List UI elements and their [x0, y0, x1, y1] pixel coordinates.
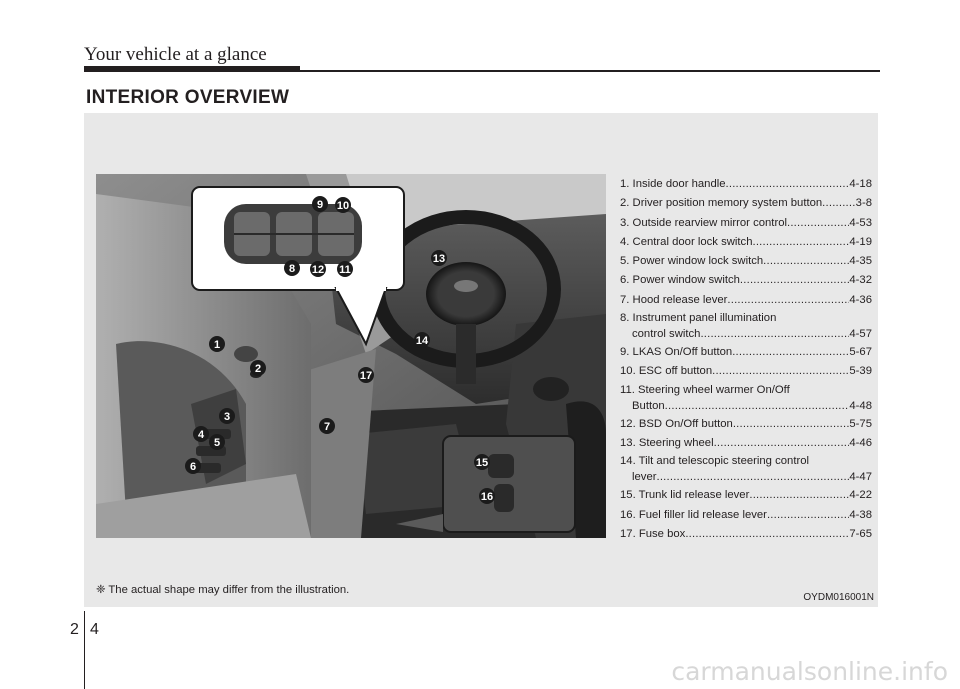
callout-13: 13 [431, 250, 447, 266]
svg-text:17: 17 [360, 370, 372, 382]
svg-text:7: 7 [324, 421, 330, 433]
list-item: 12. BSD On/Off button5-75 [620, 415, 872, 434]
list-item: 16. Fuel filler lid release lever4-38 [620, 506, 872, 525]
header-rule [84, 70, 880, 72]
list-item: 15. Trunk lid release lever4-22 [620, 486, 872, 505]
svg-text:6: 6 [190, 461, 196, 473]
svg-text:11: 11 [339, 264, 351, 276]
callout-1: 1 [209, 336, 225, 352]
callout-3: 3 [219, 408, 235, 424]
callout-7: 7 [319, 418, 335, 434]
callout-2: 2 [250, 360, 266, 376]
svg-text:3: 3 [224, 411, 230, 423]
callout-4: 4 [193, 426, 209, 442]
list-item: 11. Steering wheel warmer On/OffButton4-… [620, 382, 872, 415]
watermark: carmanualsonline.info [671, 657, 948, 686]
chapter-number: 2 [70, 621, 79, 638]
callout-16: 16 [479, 488, 495, 504]
section-title: INTERIOR OVERVIEW [86, 87, 290, 108]
svg-text:1: 1 [214, 339, 220, 351]
list-item: 14. Tilt and telescopic steering control… [620, 453, 872, 486]
svg-text:9: 9 [317, 199, 323, 211]
list-item: 17. Fuse box7-65 [620, 525, 872, 544]
interior-illustration: 1 2 3 4 5 6 7 8 9 10 11 12 13 14 15 16 1… [96, 174, 606, 538]
svg-text:8: 8 [289, 263, 295, 275]
component-list: 1. Inside door handle4-18 2. Driver posi… [620, 175, 872, 544]
svg-text:13: 13 [433, 253, 445, 265]
list-item: 4. Central door lock switch4-19 [620, 233, 872, 252]
header-rule-thick [84, 66, 300, 72]
page-number: 4 [90, 621, 99, 638]
list-item: 13. Steering wheel4-46 [620, 434, 872, 453]
list-item: 3. Outside rearview mirror control4-53 [620, 214, 872, 233]
svg-text:14: 14 [416, 335, 429, 347]
image-code: OYDM016001N [803, 592, 874, 603]
illustration-note: ❈ The actual shape may differ from the i… [96, 584, 350, 596]
callout-12: 12 [310, 261, 326, 277]
list-item: 2. Driver position memory system button3… [620, 194, 872, 213]
callout-15: 15 [474, 454, 490, 470]
callout-14: 14 [414, 332, 430, 348]
callout-6: 6 [185, 458, 201, 474]
callout-badges: 1 2 3 4 5 6 7 8 9 10 11 12 13 14 15 16 1… [185, 196, 495, 504]
svg-text:5: 5 [214, 437, 220, 449]
svg-text:12: 12 [312, 264, 324, 276]
svg-text:10: 10 [337, 200, 349, 212]
running-header: Your vehicle at a glance [84, 44, 267, 65]
page-number-divider [84, 611, 85, 689]
svg-text:4: 4 [198, 429, 205, 441]
svg-text:2: 2 [255, 363, 261, 375]
list-item: 9. LKAS On/Off button5-67 [620, 343, 872, 362]
callout-9: 9 [312, 196, 328, 212]
list-item: 6. Power window switch4-32 [620, 271, 872, 290]
callout-5: 5 [209, 434, 225, 450]
callout-11: 11 [337, 261, 353, 277]
svg-text:16: 16 [481, 491, 493, 503]
list-item: 5. Power window lock switch4-35 [620, 252, 872, 271]
svg-text:15: 15 [476, 457, 488, 469]
list-item: 7. Hood release lever4-36 [620, 291, 872, 310]
callout-8: 8 [284, 260, 300, 276]
callout-17: 17 [358, 367, 374, 383]
list-item: 10. ESC off button5-39 [620, 362, 872, 381]
callout-10: 10 [335, 197, 351, 213]
list-item: 1. Inside door handle4-18 [620, 175, 872, 194]
